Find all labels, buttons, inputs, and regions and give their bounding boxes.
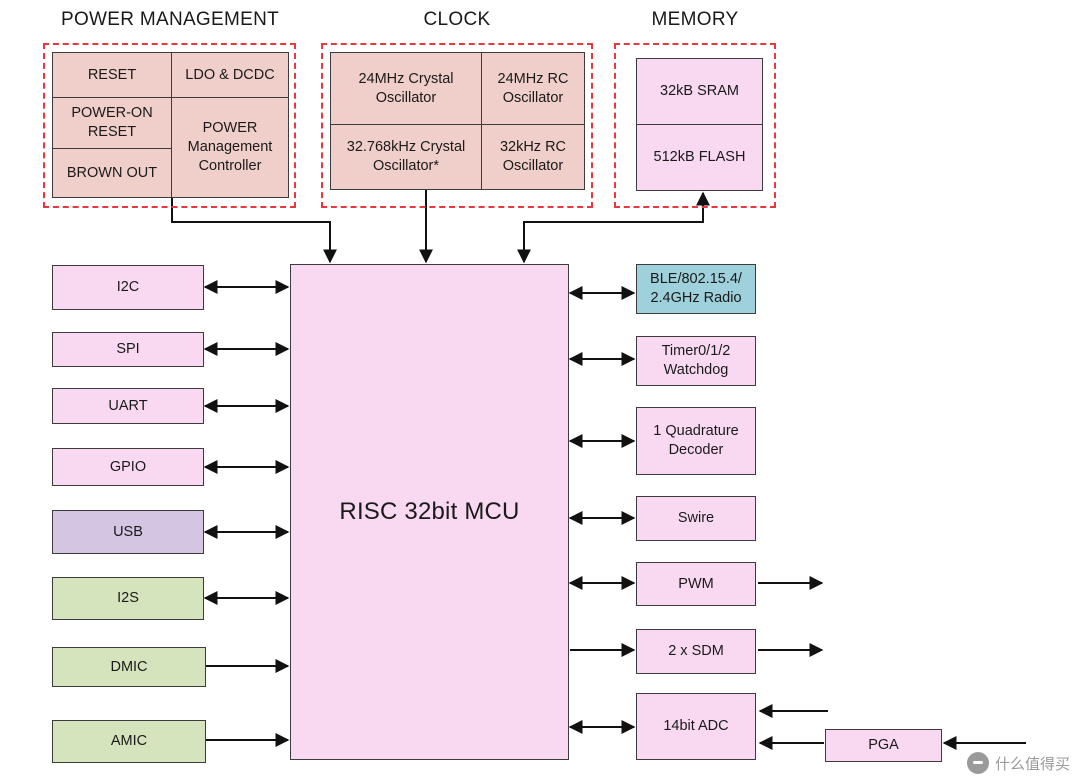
pwm-block: PWM	[636, 562, 756, 606]
power-to-mcu-arrow	[171, 198, 337, 264]
amic-block: AMIC	[52, 720, 206, 763]
watermark: 什么值得买	[966, 752, 1070, 774]
dmic-block: DMIC	[52, 647, 206, 687]
clock-heading: CLOCK	[423, 9, 491, 30]
mcu-core-block: RISC 32bit MCU	[290, 264, 569, 760]
clock-group	[321, 43, 593, 208]
gpio-block: GPIO	[52, 448, 204, 486]
reset-block: RESET	[52, 52, 172, 98]
flash-block: 512kB FLASH	[636, 124, 763, 191]
usb-block: USB	[52, 510, 204, 554]
power-management-group	[43, 43, 296, 208]
power-management-heading: POWER MANAGEMENT	[60, 9, 280, 30]
timer-watchdog-block: Timer0/1/2 Watchdog	[636, 336, 756, 386]
quadrature-decoder-block: 1 Quadrature Decoder	[636, 407, 756, 475]
i2s-block: I2S	[52, 577, 204, 620]
ldo-dcdc-block: LDO & DCDC	[171, 52, 289, 98]
watermark-logo-icon	[966, 752, 989, 774]
memory-heading: MEMORY	[651, 9, 739, 30]
rc-32khz-block: 32kHz RC Oscillator	[481, 124, 585, 190]
swire-block: Swire	[636, 496, 756, 541]
watermark-text: 什么值得买	[994, 755, 1070, 773]
adc-block: 14bit ADC	[636, 693, 756, 760]
power-on-reset-block: POWER-ON RESET	[52, 97, 172, 149]
sram-block: 32kB SRAM	[636, 58, 763, 125]
radio-block: BLE/802.15.4/ 2.4GHz Radio	[636, 264, 756, 314]
pga-block: PGA	[825, 729, 942, 762]
uart-block: UART	[52, 388, 204, 424]
sdm-block: 2 x SDM	[636, 629, 756, 674]
i2c-block: I2C	[52, 265, 204, 310]
rc-24mhz-block: 24MHz RC Oscillator	[481, 52, 585, 125]
power-management-controller-block: POWER Management Controller	[171, 97, 289, 198]
brown-out-block: BROWN OUT	[52, 148, 172, 198]
crystal-32khz-block: 32.768kHz Crystal Oscillator*	[330, 124, 482, 190]
crystal-24mhz-block: 24MHz Crystal Oscillator	[330, 52, 482, 125]
spi-block: SPI	[52, 332, 204, 367]
